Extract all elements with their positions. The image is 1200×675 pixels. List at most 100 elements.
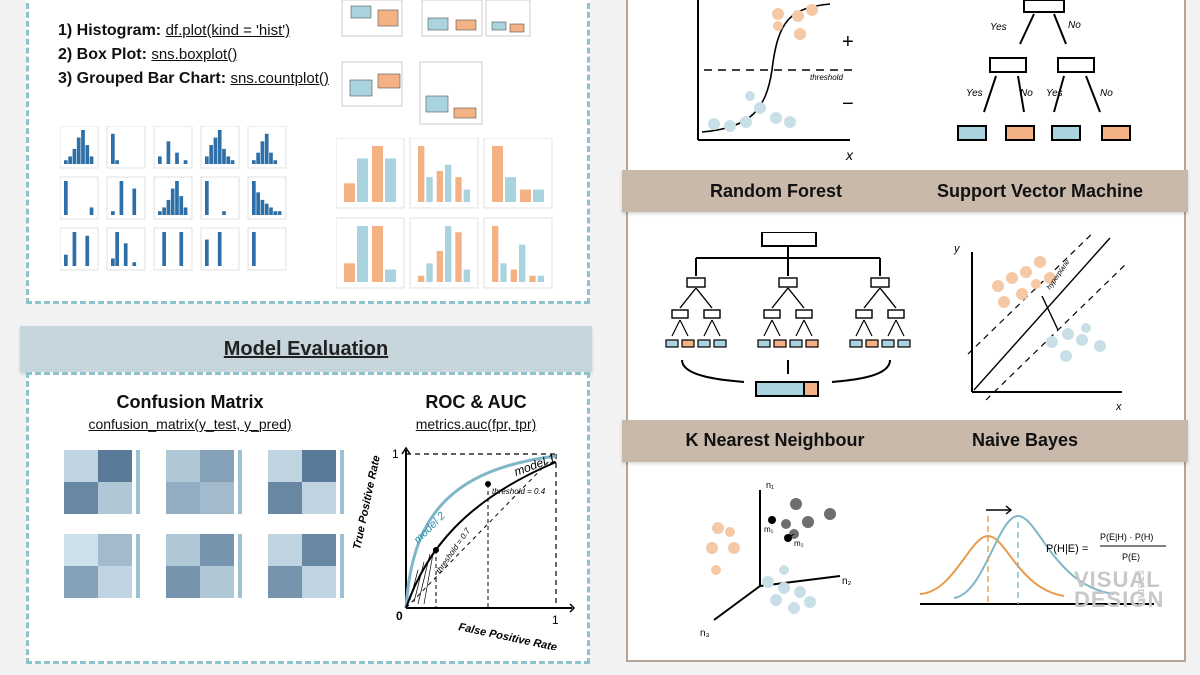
- confusion-cell: [98, 566, 132, 598]
- grouped-bar: [344, 183, 355, 202]
- histogram-thumb: [60, 176, 99, 220]
- grouped-bar: [492, 226, 499, 282]
- random-forest-title: Random Forest: [709, 181, 842, 201]
- confusion-matrix-title: Confusion Matrix: [116, 392, 264, 412]
- confusion-matrix-thumb: [166, 534, 242, 598]
- histogram-bar: [230, 160, 235, 164]
- roc-y-axis-label: True Positive Rate: [351, 454, 383, 550]
- histogram-bar: [260, 199, 265, 215]
- confusion-cell: [302, 566, 336, 598]
- bayes-denominator: P(E): [1122, 552, 1140, 562]
- histogram-thumb: [106, 126, 146, 169]
- histogram-thumb: [60, 227, 99, 271]
- histogram-bar: [115, 232, 119, 266]
- histogram-bar: [89, 156, 94, 164]
- knn-bayes-banner: [622, 420, 1188, 462]
- threshold-b-label: threshold = 0.7: [434, 526, 472, 575]
- random-forest-leaf: [757, 339, 771, 348]
- histogram-bar: [209, 145, 213, 164]
- confusion-cell: [200, 450, 234, 482]
- histogram-bar: [226, 156, 231, 164]
- histogram-bar: [252, 160, 256, 164]
- histogram-thumb: [247, 126, 287, 169]
- histogram-bar: [166, 199, 171, 215]
- logistic-threshold-label: threshold: [810, 73, 843, 82]
- confusion-cell: [200, 566, 234, 598]
- histogram-thumb: [60, 126, 99, 169]
- grouped-bar: [436, 170, 443, 202]
- model-evaluation-title: Model Evaluation: [223, 337, 389, 360]
- confusion-cell: [268, 534, 302, 566]
- svm-title: Support Vector Machine: [936, 181, 1144, 201]
- grouped-bar-thumb: [483, 138, 553, 209]
- confusion-cell: [268, 566, 302, 598]
- watermark-studio: STUDIO: [1136, 570, 1145, 607]
- confusion-cell: [64, 566, 98, 598]
- grouped-bar: [357, 226, 368, 282]
- histogram-bar: [213, 137, 218, 164]
- histogram-bar: [183, 160, 188, 164]
- histogram-bar: [76, 137, 81, 164]
- confusion-matrix-thumb: [64, 450, 140, 514]
- confusion-matrix-thumb: [268, 450, 344, 514]
- histogram-thumb: [106, 176, 146, 220]
- grouped-bar: [426, 177, 433, 202]
- confusion-cell: [200, 534, 234, 566]
- svm-y-label: y: [953, 243, 961, 255]
- confusion-colorbar: [136, 450, 140, 514]
- knn-n3-label: n₃: [700, 628, 710, 639]
- random-forest-leaf: [665, 339, 679, 348]
- tree-no-3: No: [1100, 88, 1113, 99]
- watermark-line2: DESIGN: [1074, 587, 1165, 612]
- histogram-bar: [179, 196, 184, 215]
- histogram-bar: [111, 133, 115, 164]
- grouped-bar: [445, 164, 452, 202]
- grouped-bar: [463, 269, 470, 282]
- knn-n2-label: n₂: [842, 576, 852, 587]
- model2-curve: [404, 454, 557, 609]
- histogram-thumb: [153, 227, 193, 271]
- histogram-bar: [256, 192, 260, 215]
- roc-title: ROC & AUC: [425, 392, 527, 412]
- roc-one-x: 1: [552, 613, 559, 627]
- histogram-bar: [111, 211, 115, 215]
- histogram-item: 1) Histogram: df.plot(kind = 'hist'): [58, 22, 290, 40]
- grouped-bar: [385, 158, 396, 202]
- grouped-bar-item: 3) Grouped Bar Chart: sns.countplot(): [58, 70, 329, 88]
- grouped-bar: [426, 263, 433, 282]
- logistic-x-label: x: [845, 147, 854, 163]
- histogram-bar: [158, 156, 162, 164]
- logistic-minus: −: [842, 93, 854, 115]
- histogram-bar: [85, 235, 90, 266]
- histogram-thumb: [247, 227, 287, 271]
- histogram-bar: [64, 160, 68, 164]
- confusion-matrix-thumb: [268, 534, 344, 598]
- model-evaluation-banner: Model Evaluation: [20, 326, 592, 372]
- grouped-bar: [455, 177, 462, 202]
- confusion-matrix-grid: [64, 450, 344, 598]
- histogram-bar: [115, 160, 119, 164]
- random-forest-leaf: [789, 339, 803, 348]
- grouped-bar: [418, 275, 425, 282]
- confusion-cell: [64, 482, 98, 514]
- grouped-bar: [385, 269, 396, 282]
- grouped-bar-label: 3) Grouped Bar Chart:: [58, 70, 227, 87]
- random-forest-diagram: [665, 232, 911, 397]
- histogram-thumb: [200, 176, 240, 220]
- boxplot-label: 2) Box Plot:: [58, 46, 147, 63]
- histogram-bar: [89, 207, 94, 215]
- bayes-formula-lhs: P(H|E) =: [1046, 543, 1088, 555]
- random-forest-tree: [757, 277, 819, 348]
- bayes-numerator: P(E|H) · P(H): [1100, 532, 1153, 542]
- histogram-bar: [158, 211, 162, 215]
- histogram-bar: [175, 181, 179, 215]
- logistic-plus: +: [842, 31, 854, 53]
- confusion-colorbar: [340, 450, 344, 514]
- knn-diagram: n₁ n₂ n₃ m₁ m₂: [700, 480, 852, 639]
- confusion-cell: [98, 482, 132, 514]
- random-forest-leaf: [881, 339, 895, 348]
- histogram-bar: [252, 181, 256, 215]
- histogram-bar: [264, 133, 269, 164]
- grouped-bar: [510, 269, 517, 282]
- histogram-bar: [162, 232, 166, 266]
